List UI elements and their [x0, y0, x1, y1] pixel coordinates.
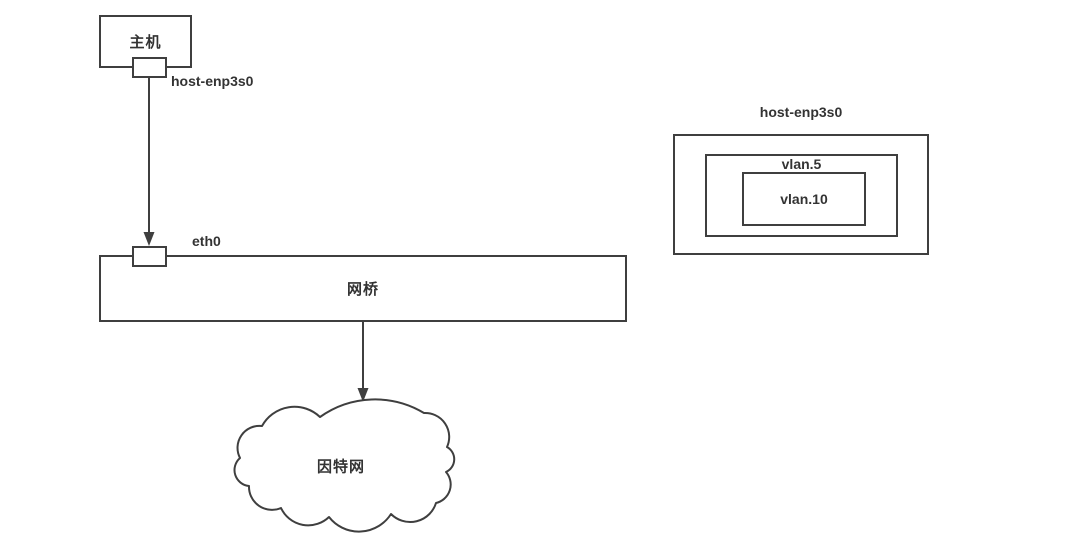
arrowhead-icon: [357, 388, 369, 402]
host-port-label: host-enp3s0: [171, 73, 254, 89]
bridge-node: 网桥: [99, 255, 627, 322]
arrow-host-to-bridge: [143, 78, 155, 246]
arrowhead-icon: [143, 232, 155, 246]
vlan10-box: vlan.10: [742, 172, 866, 226]
vlan5-label: vlan.5: [781, 156, 822, 172]
bridge-port-label: eth0: [192, 233, 221, 249]
bridge-port: [132, 246, 167, 267]
vlan-group-title: host-enp3s0: [759, 104, 843, 120]
host-port: [132, 57, 167, 78]
internet-cloud-label: 因特网: [316, 458, 366, 476]
arrow-bridge-to-internet: [357, 322, 369, 402]
